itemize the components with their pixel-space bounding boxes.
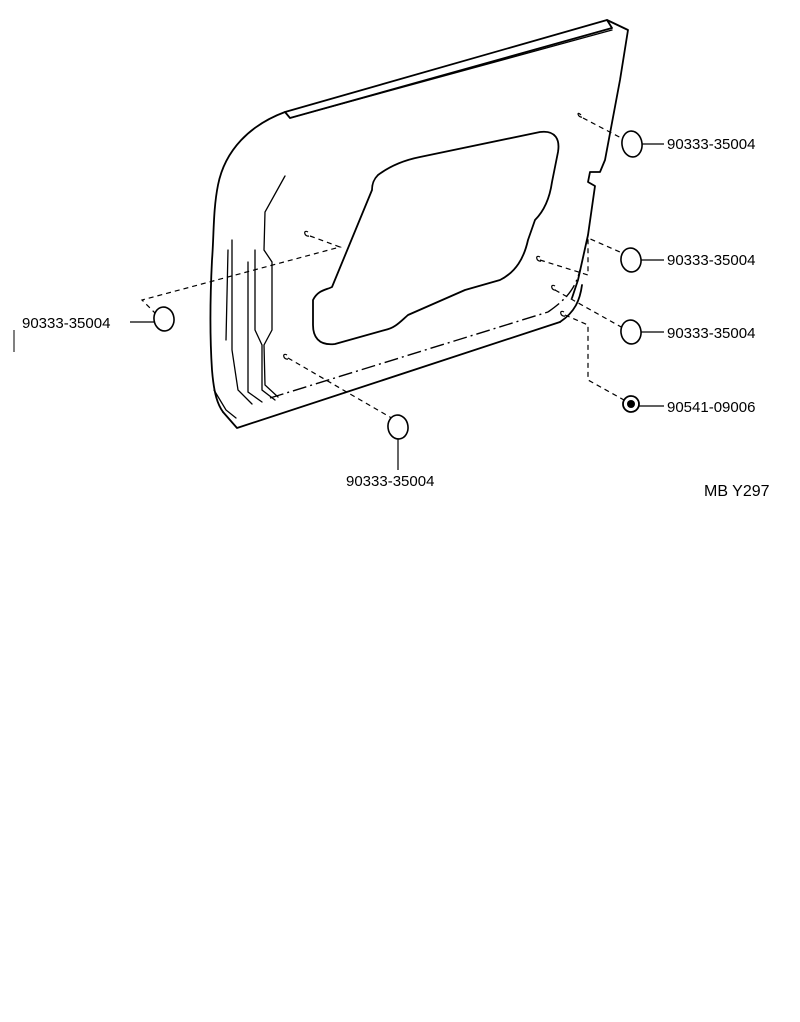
panel-holes — [283, 112, 583, 360]
part-number-label: 90333-35004 — [346, 473, 434, 490]
part-number-label: 90333-35004 — [667, 252, 755, 269]
assembly-lines — [140, 117, 626, 421]
diagram-code: MB Y297 — [704, 483, 770, 500]
plug-bottom-symbol — [387, 414, 409, 440]
part-number-label: 90541-09006 — [667, 399, 755, 416]
part-number-label: 90333-35004 — [667, 136, 755, 153]
part-number-label: 90333-35004 — [22, 315, 110, 332]
plug-low-right-symbol — [620, 319, 642, 345]
plug-top-right-symbol — [621, 130, 643, 158]
part-number-label: 90333-35004 — [667, 325, 755, 342]
fastener-symbols — [153, 130, 643, 440]
clip-bottom-right-symbol — [622, 395, 640, 413]
leader-lines — [130, 143, 664, 470]
door-inner-panel — [209, 19, 629, 429]
plug-mid-right-symbol — [620, 247, 642, 273]
plug-left-symbol — [153, 306, 175, 332]
